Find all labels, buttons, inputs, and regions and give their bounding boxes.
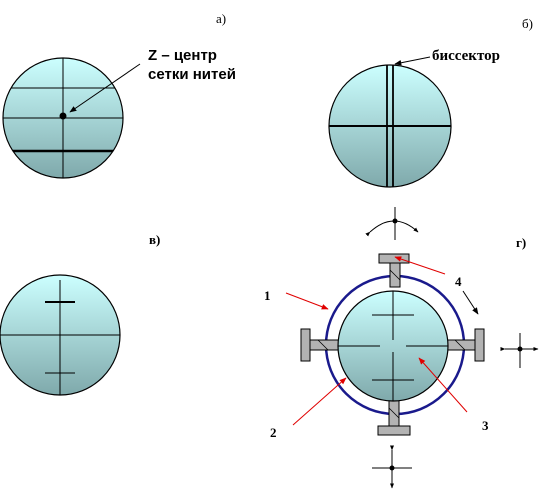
callout-4-label: 4 xyxy=(455,274,462,289)
callout-4-red-arrow xyxy=(394,256,446,275)
screw-right-head xyxy=(474,328,485,362)
adjusting-screw-top xyxy=(378,253,410,288)
horizontal-move-dot xyxy=(517,346,523,352)
reticle-a xyxy=(2,57,124,179)
panel-v-label: в) xyxy=(149,232,160,247)
panel-b-label: б) xyxy=(522,16,533,31)
screw-left-head xyxy=(300,328,311,362)
reticle-v xyxy=(0,274,121,396)
adjusting-screw-right xyxy=(446,328,485,362)
panel-g: г) xyxy=(264,207,539,489)
callout-3-arrow xyxy=(418,357,468,413)
panel-a-label: а) xyxy=(216,11,226,26)
panel-g-label: г) xyxy=(516,235,526,250)
callout-1-label: 1 xyxy=(264,288,271,303)
reticle-a-center-point xyxy=(59,112,67,120)
adjusting-screw-bottom xyxy=(377,399,411,436)
adjusting-screw-left xyxy=(300,328,341,362)
annotation-a-arrow xyxy=(69,63,141,113)
screw-right-shaft xyxy=(446,339,476,351)
callout-1-arrow xyxy=(285,292,329,310)
callout-2-label: 2 xyxy=(270,425,277,440)
screw-left-shaft xyxy=(309,339,341,351)
annotation-a-line1: Z – центр xyxy=(148,47,217,64)
panel-b: б) биссектор xyxy=(328,16,533,188)
callout-4-black-arrow xyxy=(462,290,479,315)
callout-2-arrow xyxy=(292,377,347,426)
rotation-center-dot xyxy=(392,218,398,224)
annotation-a-line2: сетки нитей xyxy=(148,66,236,83)
screw-bottom-head xyxy=(377,425,411,436)
rotation-arrows-icon xyxy=(365,207,419,240)
annotation-b-text: биссектор xyxy=(432,48,500,64)
vertical-move-icon xyxy=(372,445,412,489)
panel-a: а) Z – центр сетки нитей xyxy=(2,11,236,179)
horizontal-move-icon xyxy=(500,333,539,368)
vertical-move-dot xyxy=(389,465,395,471)
reticle-b xyxy=(328,64,452,188)
annotation-b-arrow xyxy=(394,56,431,66)
screw-top-head xyxy=(378,253,410,264)
reticle-g xyxy=(337,290,449,402)
callout-3-label: 3 xyxy=(482,418,489,433)
panel-v: в) xyxy=(0,232,160,396)
